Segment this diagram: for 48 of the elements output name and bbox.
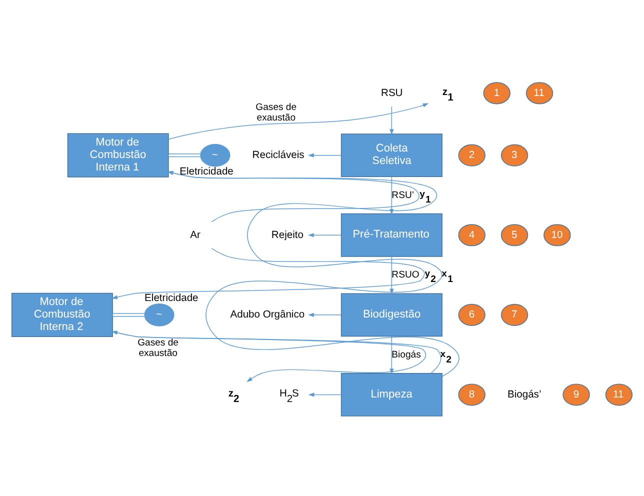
arrow bbox=[168, 103, 429, 140]
edge-label: Gases de exaustão bbox=[256, 102, 297, 124]
arrow bbox=[390, 106, 394, 136]
arrow bbox=[390, 176, 394, 215]
node-box: Motor de Combustão Interna 2 bbox=[11, 292, 113, 337]
node-text: Rejeito bbox=[271, 230, 304, 241]
edge-label: Biogás bbox=[392, 350, 421, 361]
node-text: Recicláveis bbox=[252, 150, 304, 162]
node-ellipse: ~ bbox=[200, 144, 230, 167]
node-ellipse: 10 bbox=[544, 224, 571, 246]
node-box: Coleta Seletiva bbox=[340, 134, 442, 178]
node-ellipse: 6 bbox=[458, 304, 486, 326]
connector bbox=[168, 154, 201, 158]
arrow bbox=[308, 153, 342, 158]
node-ellipse: 2 bbox=[458, 144, 486, 166]
arrow bbox=[112, 248, 425, 300]
node-ellipse: 11 bbox=[605, 384, 633, 406]
node-ellipse: 1 bbox=[483, 82, 510, 104]
label: Biogás’ bbox=[508, 389, 542, 400]
node-ellipse: 4 bbox=[458, 224, 486, 246]
arrow bbox=[390, 336, 394, 374]
node-label: Eletricidade bbox=[144, 293, 198, 304]
node-text: Ar bbox=[190, 230, 200, 241]
connector bbox=[112, 313, 145, 317]
node-ellipse: 9 bbox=[562, 384, 590, 406]
arrow bbox=[308, 392, 342, 397]
node-ellipse: 3 bbox=[500, 144, 528, 166]
node-ellipse: 7 bbox=[500, 304, 528, 326]
edge-label: RSU’ bbox=[392, 190, 414, 201]
arrow bbox=[167, 171, 460, 377]
node-ellipse: ~ bbox=[144, 304, 174, 326]
node-ellipse: 8 bbox=[458, 384, 486, 406]
node-box: Limpeza bbox=[340, 373, 442, 416]
arrow bbox=[112, 330, 442, 374]
edge-label: RSUO bbox=[392, 269, 420, 280]
node-text: RSU bbox=[381, 88, 403, 99]
node-box: Biodigestão bbox=[340, 293, 442, 337]
node-text: Adubo Orgânico bbox=[230, 310, 305, 321]
node-label: Eletricidade bbox=[180, 166, 234, 178]
node-ellipse: 5 bbox=[500, 224, 528, 246]
node-box: Pré-Tratamento bbox=[340, 213, 442, 257]
arrow bbox=[112, 331, 426, 382]
node-box: Motor de Combustão Interna 1 bbox=[67, 133, 169, 178]
node-ellipse: 11 bbox=[526, 82, 554, 104]
edge-label: Gases de exaustão bbox=[138, 338, 178, 359]
arrow bbox=[167, 171, 420, 222]
arrow bbox=[308, 233, 342, 238]
arrow bbox=[308, 312, 342, 317]
